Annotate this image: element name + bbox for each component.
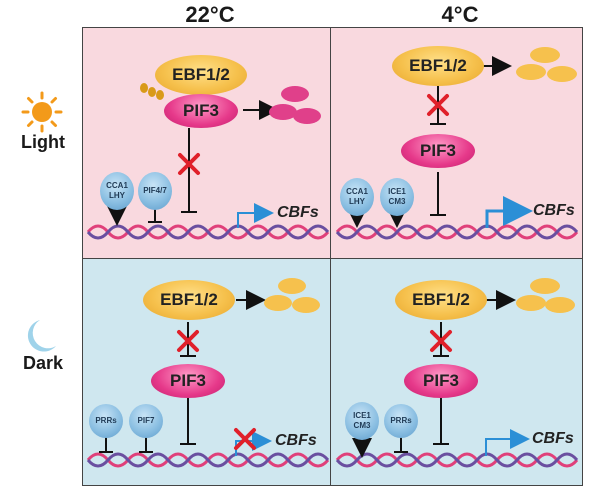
ebf-node-dark-22c: EBF1/2 — [143, 280, 235, 320]
dna-helix-light-4c — [335, 224, 579, 240]
cbf-label-dark-4c: CBFs — [532, 430, 574, 447]
column-header-22c: 22°C — [185, 2, 235, 27]
pif3-node-light-4c: PIF3 — [401, 134, 475, 168]
ubiquitin-icon — [140, 83, 164, 100]
pif3-node-light-22c: PIF3 — [164, 94, 238, 128]
cbf-arrow-dark-4c — [485, 429, 530, 456]
ebf-node-dark-4c: EBF1/2 — [395, 280, 487, 320]
pif3-node-dark-4c: PIF3 — [404, 364, 478, 398]
factor-pif47-light-22c: PIF4/7 — [138, 172, 172, 210]
degraded-ebf-blobs-dark-4c — [516, 278, 575, 313]
ebf-node-light-4c: EBF1/2 — [392, 46, 484, 86]
factor-prrs-dark-4c: PRRs — [384, 404, 418, 438]
factor-pif7-dark-22c: PIF7 — [129, 404, 163, 438]
dna-helix-dark-22c — [86, 452, 330, 468]
pif3-node-dark-22c: PIF3 — [151, 364, 225, 398]
block-x-marks — [177, 94, 452, 450]
cbf-arrow-light-4c — [485, 196, 533, 228]
moon-icon — [27, 320, 56, 352]
factor-prrs-dark-22c: PRRs — [89, 404, 123, 438]
cbf-arrow-dark-22c — [235, 431, 272, 456]
cbf-arrow-light-22c — [237, 203, 274, 228]
ebf-node-light-22c: EBF1/2 — [155, 55, 247, 95]
degraded-ebf-blobs-dark-22c — [264, 278, 320, 313]
dna-helix-light-22c — [86, 224, 330, 240]
sun-icon — [21, 91, 63, 133]
dna-helix-dark-4c — [335, 452, 579, 468]
degraded-pif3-blobs — [269, 86, 321, 124]
cbf-label-light-4c: CBFs — [533, 202, 575, 219]
column-header-4c: 4°C — [441, 2, 479, 27]
degraded-ebf-blobs-light — [516, 47, 577, 82]
cbf-label-light-22c: CBFs — [277, 204, 319, 221]
row-label-dark: Dark — [22, 353, 64, 373]
cbf-label-dark-22c: CBFs — [275, 432, 317, 449]
row-label-light: Light — [21, 132, 65, 152]
